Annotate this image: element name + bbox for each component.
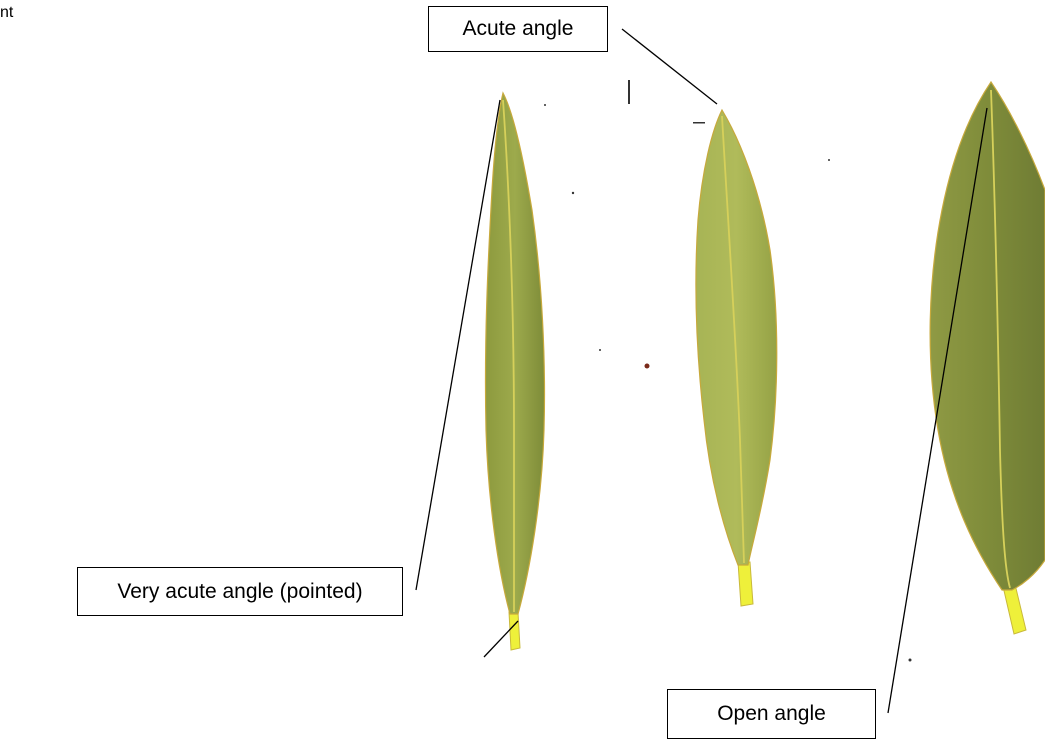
middle-leaf-blade xyxy=(696,110,777,565)
middle-leaf xyxy=(696,110,777,606)
open-angle-label: Open angle xyxy=(667,689,876,739)
very-acute-angle-text: Very acute angle (pointed) xyxy=(117,580,362,604)
acute-angle-text: Acute angle xyxy=(463,17,574,41)
narrow-leaf-petiole xyxy=(509,612,520,650)
acute-pointer-line xyxy=(622,29,717,104)
narrow-leaf xyxy=(485,93,544,650)
wide-leaf xyxy=(930,82,1045,634)
narrow-leaf-blade xyxy=(485,93,544,614)
acute-angle-label: Acute angle xyxy=(428,6,608,52)
open-angle-text: Open angle xyxy=(717,702,826,726)
middle-leaf-petiole xyxy=(738,562,753,606)
wide-leaf-blade xyxy=(930,82,1045,590)
very-acute-angle-label: Very acute angle (pointed) xyxy=(77,567,403,616)
